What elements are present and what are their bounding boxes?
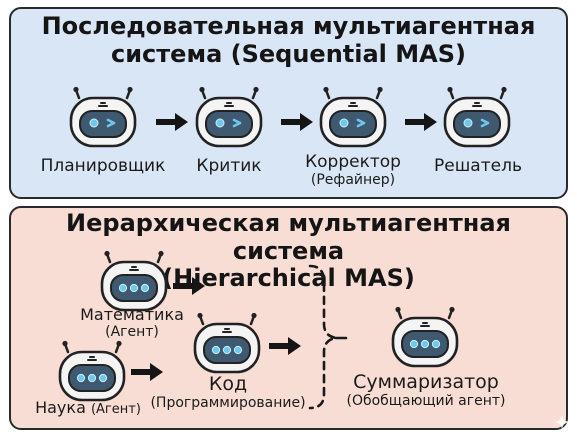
summarizer-sub: (Обобщающий агент) — [346, 392, 506, 409]
critic-name: Критик — [196, 156, 262, 176]
math-robot-icon — [99, 250, 169, 312]
sequential-title-line2: система (Sequential MAS) — [111, 39, 466, 68]
arrow-code — [268, 336, 302, 356]
sequential-title-line1: Последовательная мультиагентная — [41, 12, 536, 40]
arrow-planner-to-critic — [155, 112, 189, 132]
planner-label: Планировщик — [41, 157, 166, 176]
math-sub: (Агент) — [105, 323, 159, 340]
refiner-sub: (Рефайнер) — [310, 171, 396, 188]
summarizer-name: Суммаризатор — [353, 371, 499, 393]
solver-name: Решатель — [434, 156, 522, 176]
critic-label: Критик — [196, 157, 261, 176]
math-label: Математика (Агент) — [80, 306, 184, 340]
science-sub: (Агент) — [90, 402, 141, 417]
summarizer-robot-icon — [390, 306, 460, 368]
refiner-robot-icon — [318, 86, 388, 148]
code-sub: (Программирование) — [150, 394, 306, 411]
hierarchical-title-line1: Иерархическая мультиагентная система — [66, 209, 511, 265]
code-label: Код (Программирование) — [150, 374, 305, 411]
planner-robot-icon — [68, 86, 138, 148]
refiner-label: Корректор (Рефайнер) — [305, 153, 401, 188]
arrow-math — [172, 276, 206, 296]
summarizer-label: Суммаризатор (Обобщающий агент) — [346, 372, 505, 409]
arrow-critic-to-refiner — [280, 112, 314, 132]
solver-robot-icon — [442, 86, 512, 148]
arrow-refiner-to-solver — [404, 112, 438, 132]
hierarchical-mas-title: Иерархическая мультиагентная система (Hi… — [11, 209, 566, 293]
science-label: Наука (Агент) — [35, 398, 141, 417]
merge-brace — [308, 264, 348, 410]
hierarchical-title-line2: (Hierarchical MAS) — [162, 264, 415, 293]
planner-name: Планировщик — [40, 156, 166, 176]
code-robot-icon — [192, 312, 262, 374]
code-name: Код — [208, 373, 248, 395]
math-name: Математика — [80, 305, 184, 324]
science-name: Наука — [35, 398, 86, 417]
sparkle-icon — [555, 415, 569, 429]
sequential-mas-title: Последовательная мультиагентная система … — [11, 12, 566, 68]
critic-robot-icon — [194, 86, 264, 148]
science-robot-icon — [57, 340, 127, 402]
refiner-name: Корректор — [305, 152, 401, 172]
solver-label: Решатель — [434, 157, 522, 176]
